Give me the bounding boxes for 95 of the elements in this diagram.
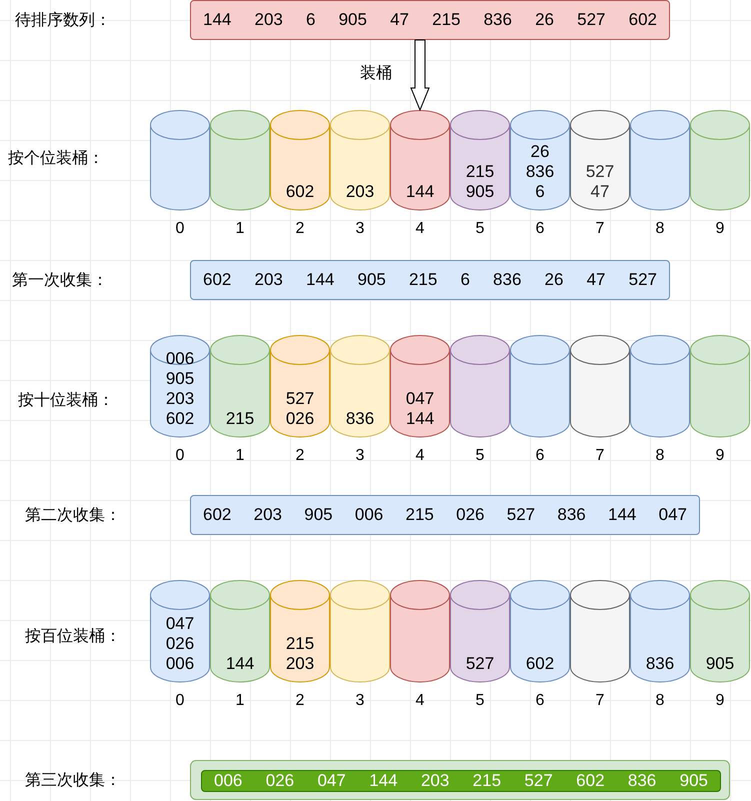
- row-label: 待排序数列：: [15, 10, 111, 31]
- bucket-values: 836: [344, 409, 376, 429]
- bucket-cylinder: [450, 580, 510, 682]
- bucket-cylinder: [570, 335, 630, 437]
- bucket-index: 3: [354, 447, 366, 465]
- bucket-index: 0: [174, 447, 186, 465]
- bucket-cylinder: [390, 335, 450, 437]
- bucket-index: 5: [474, 220, 486, 238]
- bucket-index: 2: [294, 220, 306, 238]
- bucket-cylinder: [390, 580, 450, 682]
- number-sequence: 602 203 144 905 215 6 836 26 47 527: [203, 270, 657, 290]
- bucket-cylinder: [330, 580, 390, 682]
- bucket-index: 7: [594, 447, 606, 465]
- bucket-index: 2: [294, 447, 306, 465]
- bucket-values: 905: [704, 654, 736, 674]
- bucket-cylinder: [690, 335, 750, 437]
- bucket-cylinder: [510, 335, 570, 437]
- bucket-cylinder: [570, 580, 630, 682]
- bucket-index: 6: [534, 692, 546, 710]
- bucket-values: 203: [344, 182, 376, 202]
- bucket-cylinder: [150, 580, 210, 682]
- bucket-cylinder: [150, 335, 210, 437]
- bucket-index: 4: [414, 220, 426, 238]
- bucket-index: 8: [654, 692, 666, 710]
- number-sequence: 602 203 905 006 215 026 527 836 144 047: [203, 505, 687, 525]
- row-label: 第一次收集：: [12, 271, 108, 291]
- bucket-cylinder: [330, 335, 390, 437]
- bucket-index: 5: [474, 447, 486, 465]
- bucket-index: 8: [654, 447, 666, 465]
- bucket-index: 9: [714, 220, 726, 238]
- bucket-values: 047 144: [404, 389, 436, 429]
- bucket-index: 1: [234, 220, 246, 238]
- bucket-cylinder: [330, 110, 390, 210]
- bucket-values: 215 905: [464, 162, 496, 202]
- bucket-cylinder: [630, 335, 690, 437]
- bucket-cylinder: [150, 110, 210, 210]
- bucket-index: 7: [594, 220, 606, 238]
- bucket-index: 6: [534, 447, 546, 465]
- bucket-values: 527: [464, 654, 496, 674]
- sequence-box: [190, 260, 670, 300]
- bucket-cylinder: [270, 335, 330, 437]
- bucket-cylinder: [510, 580, 570, 682]
- bucket-values: 047 026 006: [164, 614, 196, 674]
- edge-label: 装桶: [358, 63, 394, 84]
- bucket-index: 7: [594, 692, 606, 710]
- bucket-index: 9: [714, 692, 726, 710]
- hollow-arrow: [410, 40, 430, 112]
- bucket-values: 26 836 6: [524, 142, 556, 202]
- bucket-cylinder: [450, 335, 510, 437]
- bucket-index: 0: [174, 692, 186, 710]
- number-sequence: 006 026 047 144 203 215 527 602 836 905: [214, 771, 708, 791]
- bucket-index: 8: [654, 220, 666, 238]
- result-panel: [190, 760, 730, 800]
- bucket-values: 602: [284, 182, 316, 202]
- bucket-cylinder: [570, 110, 630, 210]
- bucket-values: 144: [404, 182, 436, 202]
- bucket-values: 215 203: [284, 634, 316, 674]
- row-label: 按百位装桶：: [25, 626, 121, 647]
- bucket-cylinder: [630, 580, 690, 682]
- bucket-cylinder: [270, 110, 330, 210]
- bucket-values: 836: [644, 654, 676, 674]
- bucket-values: 006 905 203 602: [164, 349, 196, 429]
- bucket-cylinder: [210, 580, 270, 682]
- number-sequence: 144 203 6 905 47 215 836 26 527 602: [203, 10, 657, 30]
- bucket-cylinder: [210, 110, 270, 210]
- bucket-index: 5: [474, 692, 486, 710]
- sequence-box: [190, 0, 670, 40]
- bucket-values: 215: [224, 409, 256, 429]
- row-label: 第三次收集：: [25, 771, 121, 791]
- row-label: 按十位装桶：: [18, 390, 114, 411]
- row-label: 第二次收集：: [25, 506, 121, 526]
- bucket-index: 3: [354, 692, 366, 710]
- bucket-cylinder: [630, 110, 690, 210]
- bucket-values: 602: [524, 654, 556, 674]
- bucket-index: 4: [414, 447, 426, 465]
- bucket-index: 9: [714, 447, 726, 465]
- bucket-cylinder: [270, 580, 330, 682]
- bucket-values: 527 026: [284, 389, 316, 429]
- bucket-index: 3: [354, 220, 366, 238]
- bucket-cylinder: [450, 110, 510, 210]
- bucket-cylinder: [690, 580, 750, 682]
- bucket-cylinder: [210, 335, 270, 437]
- bucket-index: 1: [234, 692, 246, 710]
- bucket-index: 4: [414, 692, 426, 710]
- bucket-index: 1: [234, 447, 246, 465]
- bucket-cylinder: [510, 110, 570, 210]
- row-label: 按个位装桶：: [8, 148, 104, 169]
- bucket-cylinder: [390, 110, 450, 210]
- bucket-cylinder: [690, 110, 750, 210]
- bucket-values: 144: [224, 654, 256, 674]
- bucket-index: 6: [534, 220, 546, 238]
- bucket-index: 0: [174, 220, 186, 238]
- sequence-box: [190, 495, 700, 535]
- bucket-index: 2: [294, 692, 306, 710]
- bucket-values: 527 47: [584, 162, 616, 202]
